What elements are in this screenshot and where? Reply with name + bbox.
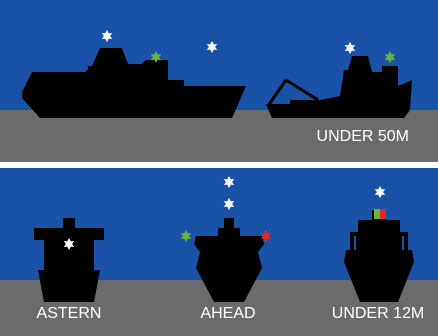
bottom-panel: ASTERN AHEAD UNDER 12M: [0, 168, 438, 336]
bicolour-light-red: [380, 209, 386, 219]
top-panel: UNDER 50M: [0, 0, 438, 162]
panel-divider: [0, 162, 438, 168]
label-astern: ASTERN: [37, 305, 102, 322]
astern-ship: [34, 218, 104, 302]
label-ahead: AHEAD: [200, 305, 255, 322]
bicolour-light-green: [374, 209, 380, 219]
label-under-12m: UNDER 12M: [332, 305, 424, 322]
label-under-50m: UNDER 50M: [317, 128, 409, 145]
